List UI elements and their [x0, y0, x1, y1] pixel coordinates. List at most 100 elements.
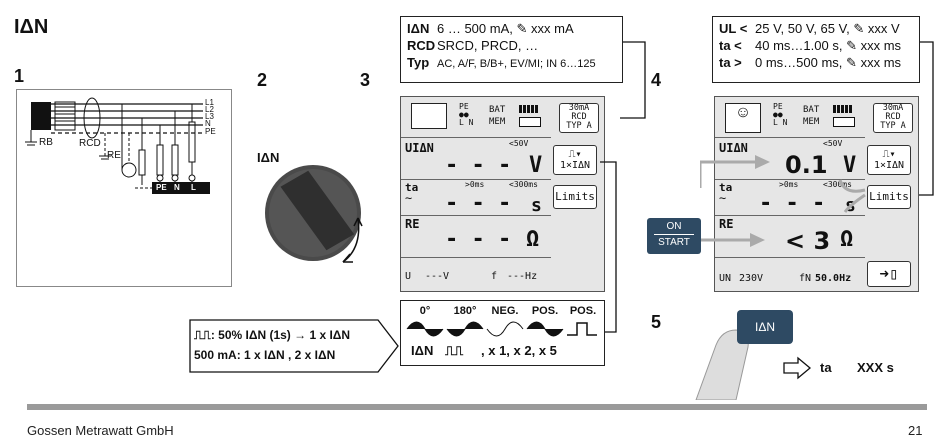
limits-info-box: UL <25 V, 50 V, 65 V, ✎ xxx V ta <40 ms……: [712, 16, 920, 83]
u-value: ---V: [425, 271, 450, 282]
step-number-2: 2: [257, 70, 268, 90]
lcd-screen-result: ☺ PE●●L N BAT MEM 30mA RCD TYP A UIΔN <5…: [714, 96, 919, 292]
f-value: ---Hz: [507, 271, 538, 282]
wave-pos2-label: POS.: [569, 305, 597, 317]
multiplier-button[interactable]: ⎍▾1×IΔN: [553, 145, 597, 175]
wave-180-label: 180°: [453, 305, 477, 317]
ta-label: ta: [405, 181, 419, 194]
re-value: - - -: [445, 227, 512, 252]
plug-n-label: N: [174, 183, 180, 192]
limits-button[interactable]: Limits: [553, 185, 597, 209]
ta-unit: s: [531, 195, 542, 216]
save-icon: ➜▯: [879, 264, 899, 283]
limit-ta-gt-value: 0 ms…500 ms,: [755, 55, 843, 70]
limit-ta-gt-label: ta >: [719, 55, 742, 70]
page-title: IΔN: [14, 16, 49, 38]
arrow-right-icon: [783, 356, 812, 380]
result-arrows: [700, 155, 866, 247]
ta-min: >0ms: [465, 180, 485, 189]
waveform-selection-box: 0° 180° NEG. POS. POS. IΔN ⎍⎍ , x 1, x 2…: [400, 300, 605, 366]
start-label: START: [658, 237, 690, 248]
ui-label: UIΔN: [405, 141, 434, 155]
pulse-icon: ⎍⎍: [194, 328, 211, 342]
battery-icon: [519, 105, 539, 113]
bat-label: BAT: [803, 105, 820, 115]
re-unit: Ω: [526, 227, 540, 252]
info-typ-value: AC, A/F, B/B+, EV/MI; IN 6…125: [437, 58, 596, 70]
step-number-4: 4: [651, 70, 662, 90]
on-start-button[interactable]: ON START: [647, 218, 701, 254]
ui-value: - - -: [445, 153, 512, 178]
schematic-drawing: [25, 97, 210, 194]
idn-button[interactable]: IΔN: [737, 310, 793, 344]
re-unit: Ω: [840, 227, 854, 252]
ac-icon: ∼: [405, 191, 413, 205]
edit-icon: ✎: [853, 21, 865, 36]
bat-label: BAT: [489, 105, 506, 115]
ta-max: <300ms: [823, 180, 852, 189]
rcd-type-button[interactable]: 30mA RCD TYP A: [873, 103, 913, 133]
fn-label: fN: [799, 273, 812, 284]
pe-label: PE: [205, 127, 216, 136]
limit-ul-value: 25 V, 50 V, 65 V,: [755, 21, 850, 36]
pe-icon: PE●●L N: [773, 102, 788, 127]
lcd-screen-setup: PE●●L N BAT MEM 30mA RCD TYP A UIΔN <50V…: [400, 96, 605, 292]
limit-ta-lt-label: ta <: [719, 38, 742, 53]
wave-pos-label: POS.: [531, 305, 559, 317]
limits-button[interactable]: Limits: [867, 185, 911, 209]
re-value: < 3: [785, 227, 831, 255]
edit-icon: ✎: [846, 38, 857, 53]
connector-line-info: [620, 41, 646, 119]
pulse-icon: ⎍⎍: [445, 343, 464, 358]
info-rcd-label: RCD: [407, 38, 436, 53]
save-button[interactable]: ➜▯: [867, 261, 911, 287]
l3-label: L3: [205, 112, 214, 121]
info-rcd-value: SRCD, PRCD, …: [437, 38, 539, 53]
mem-label: MEM: [489, 117, 506, 127]
step-number-5: 5: [651, 312, 662, 332]
re-label: RE: [405, 217, 420, 231]
f-label: f: [491, 271, 498, 282]
un-label: UN: [719, 273, 732, 284]
ui-value: 0.1: [785, 151, 828, 179]
info-idn-tail: xxx mA: [531, 21, 574, 36]
person-icon: ☺: [725, 103, 761, 133]
un-value: 230V: [739, 273, 764, 284]
waveform-icons: [406, 321, 597, 337]
info-idn-label: IΔN: [407, 21, 430, 36]
memory-icon: [833, 117, 855, 127]
footer-company: Gossen Metrawatt GmbH: [27, 423, 174, 438]
ui-limit: <50V: [823, 139, 843, 148]
multiplier-line-value: , x 1, x 2, x 5: [481, 343, 557, 358]
u-label: U: [405, 271, 412, 282]
knob-label: IΔN: [257, 150, 280, 165]
multiplier-button[interactable]: ⎍▾1×IΔN: [867, 145, 911, 175]
ui-limit: <50V: [509, 139, 529, 148]
ta-value: - - -: [759, 191, 826, 216]
connector-line-limits: [910, 41, 934, 196]
mem-label: MEM: [803, 117, 820, 127]
re-label: RE: [107, 150, 121, 161]
multiplier-label: 1×IΔN: [559, 160, 591, 171]
measure-icon: [411, 103, 447, 129]
ta-label: ta: [719, 181, 733, 194]
wave-0-label: 0°: [419, 305, 431, 317]
edit-icon: ✎: [846, 55, 857, 70]
ac-icon: ∼: [719, 191, 727, 205]
waveform-select-icon: ⎍▾: [882, 149, 896, 160]
limit-ta-lt-tail: xxx ms: [860, 38, 902, 53]
rcd-type-button[interactable]: 30mA RCD TYP A: [559, 103, 599, 133]
rb-label: RB: [39, 137, 53, 148]
step-number-1: 1: [14, 66, 25, 86]
step5-ta-value: XXX s: [857, 360, 894, 375]
rotary-switch[interactable]: [258, 158, 382, 268]
info-typ-label: Typ: [407, 55, 430, 70]
limit-ul-tail: xxx V: [867, 21, 900, 36]
footer-divider: [27, 404, 927, 410]
footer-page-number: 21: [908, 423, 923, 438]
ui-unit: V: [529, 153, 543, 178]
wave-neg-label: NEG.: [491, 305, 519, 317]
plug-l-label: L: [191, 183, 196, 192]
ui-unit: V: [843, 153, 857, 178]
